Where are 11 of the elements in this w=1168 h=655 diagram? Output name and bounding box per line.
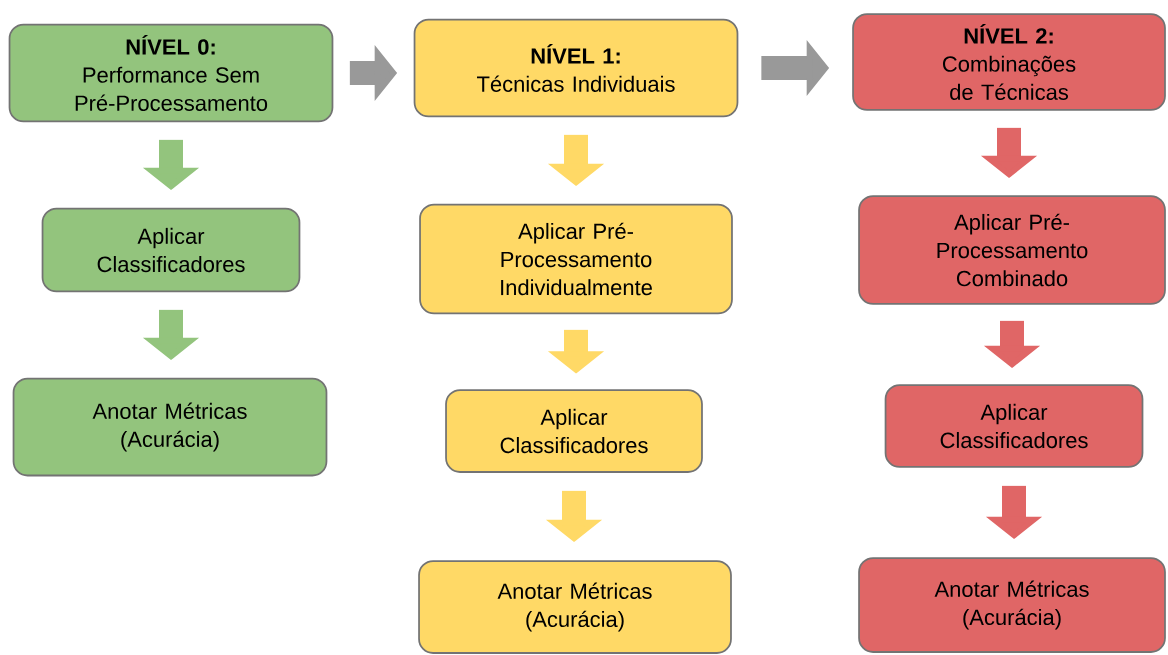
process-box: Aplicar Classificadores [41,207,301,293]
process-box: Aplicar Classificadores [884,384,1144,468]
process-box: NÍVEL 2: Combinações de Técnicas [852,13,1166,111]
process-box: Aplicar Pré-Processamento Combinado [858,195,1166,305]
process-box: NÍVEL 0: Performance Sem Pré-Processamento [8,23,334,123]
process-box: NÍVEL 1: Técnicas Individuais [413,18,739,118]
process-box: Aplicar Classificadores [445,389,703,473]
process-box: Aplicar Pré-Processamento Individualmente [419,203,733,315]
process-box: Anotar Métricas (Acurácia) [418,560,732,654]
process-box: Anotar Métricas (Acurácia) [858,557,1166,653]
process-box: Anotar Métricas (Acurácia) [12,377,328,477]
